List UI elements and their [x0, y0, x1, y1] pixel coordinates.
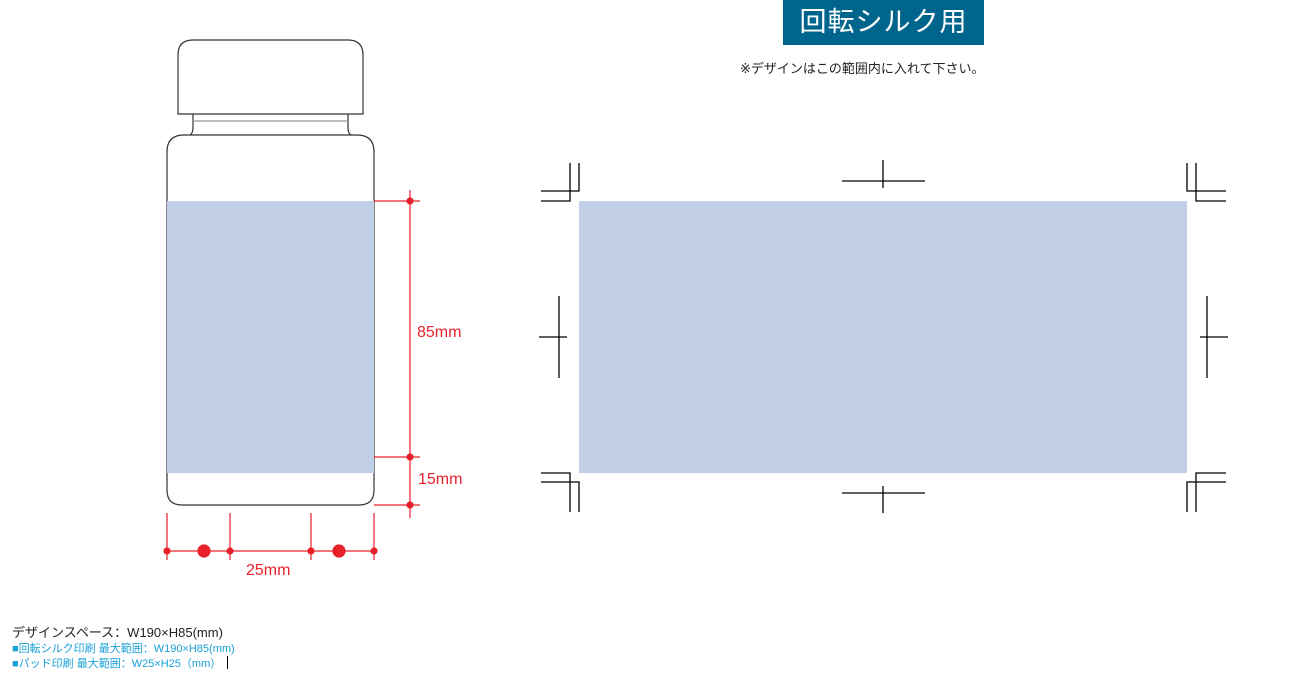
- crop-marks: [539, 160, 1228, 513]
- print-height-label: 85mm: [417, 324, 462, 341]
- bottom-margin-label: 15mm: [418, 471, 463, 488]
- bottle-illustration: [166, 39, 375, 506]
- text-cursor: [227, 656, 229, 669]
- design-space-text: デザインスペース：W190×H85(mm): [12, 625, 223, 640]
- page-title: 回転シルク用: [783, 0, 984, 45]
- design-area: [579, 201, 1187, 473]
- vertical-dimension: [374, 190, 420, 518]
- pad-print-range-row: ■パッド印刷 最大範囲：W25×H25（mm）: [12, 655, 229, 671]
- design-area-note: ※デザインはこの範囲内に入れて下さい。: [740, 62, 985, 77]
- bottle-neck: [189, 114, 352, 136]
- pad-width-label: 25mm: [246, 562, 291, 579]
- rotary-silk-range-text: ■回転シルク印刷 最大範囲：W190×H85(mm): [12, 643, 235, 655]
- horizontal-dimension: [163, 513, 378, 560]
- pad-print-range-text: ■パッド印刷 最大範囲：W25×H25（mm）: [12, 658, 222, 670]
- bottle-cap: [177, 39, 364, 115]
- bottle-print-area: [167, 201, 374, 473]
